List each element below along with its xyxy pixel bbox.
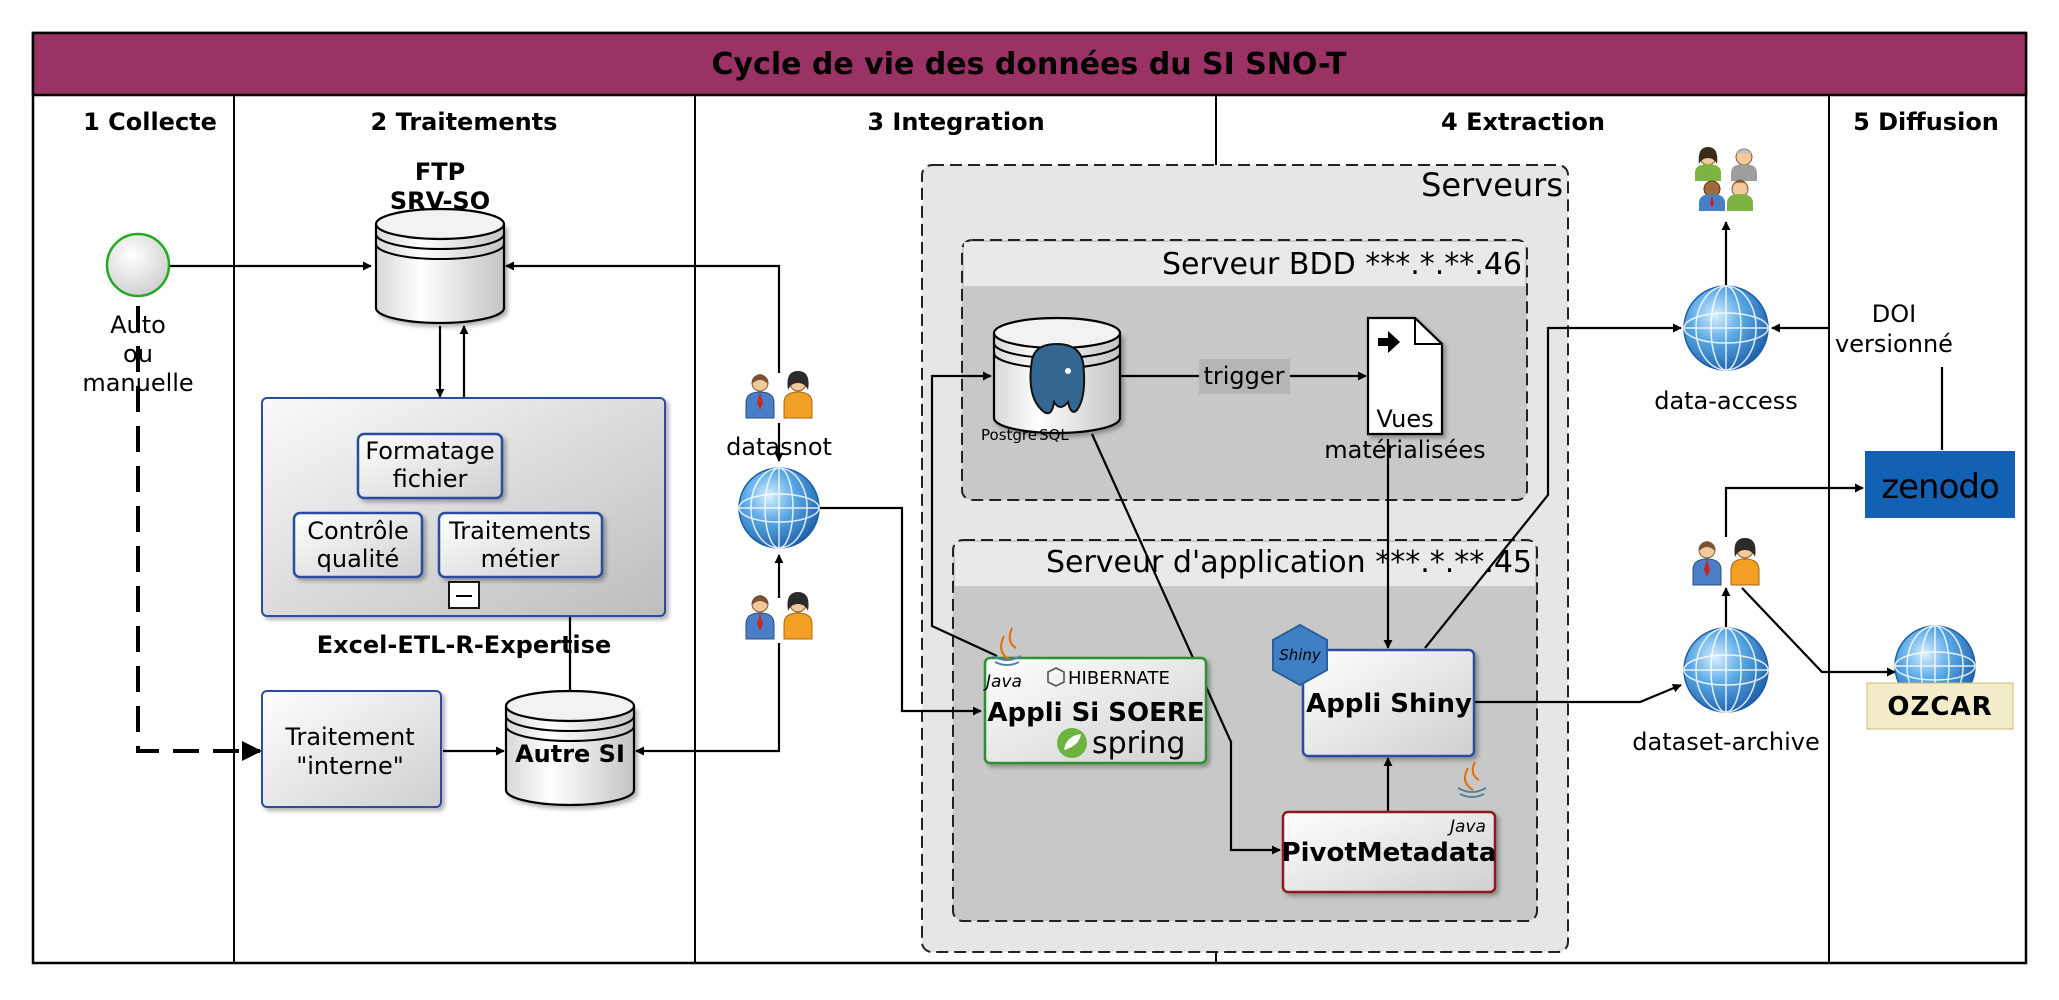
servers-label: Serveurs xyxy=(1421,166,1563,204)
phase-headers: 1 Collecte 2 Traitements 3 Integration 4… xyxy=(83,108,1999,136)
arrow-datasnot-soere xyxy=(820,506,982,716)
arrow-users-zenodo xyxy=(1724,483,1864,537)
source-label-3: manuelle xyxy=(82,369,193,397)
autre-si-label: Autre SI xyxy=(515,740,625,768)
postgres-logo-text-2: SQL xyxy=(1039,426,1069,444)
pivot-metadata-task: Java PivotMetadata xyxy=(1282,761,1497,894)
title-bar xyxy=(31,31,2028,97)
vues-label-2: matérialisées xyxy=(1324,436,1485,464)
users-icon xyxy=(745,371,813,419)
zenodo-text: zenodo xyxy=(1881,467,1999,507)
formatage-label-2: fichier xyxy=(393,465,468,493)
spring-leaf-icon xyxy=(1057,728,1087,758)
group-users-icon xyxy=(1695,147,1757,211)
globe-icon xyxy=(1683,627,1769,713)
users-icon xyxy=(745,592,813,640)
phase-diffusion: 5 Diffusion xyxy=(1853,108,1999,136)
trigger-text: trigger xyxy=(1203,362,1284,390)
ozcar-logo: OZCAR xyxy=(1866,625,2014,730)
autre-si-database: Autre SI xyxy=(504,689,636,807)
postgresql-elephant-icon xyxy=(1029,342,1086,415)
expertise-label: Excel-ETL-R-Expertise xyxy=(317,631,611,659)
doi-label-1: DOI xyxy=(1872,300,1916,328)
postgresql-database: Postgre SQL xyxy=(981,316,1122,444)
arrow-users-ftp xyxy=(505,261,781,373)
task-formatage: Formatage fichier xyxy=(356,432,504,500)
collapse-marker-icon xyxy=(448,581,480,609)
shiny-hex-icon xyxy=(1272,623,1328,687)
metier-label-1: Traitements xyxy=(448,517,591,545)
hibernate-logo-icon xyxy=(1047,667,1065,687)
postgres-logo-text-1: Postgre xyxy=(981,426,1037,444)
vues-label-1: Vues xyxy=(1376,405,1433,433)
source-label-2: ou xyxy=(123,340,153,368)
arrow-shiny-dataaccess xyxy=(1424,323,1682,649)
users-icon xyxy=(1692,538,1760,586)
arrow-soere-postgres xyxy=(930,371,998,657)
expertise-subprocess: Formatage fichier Contrôle qualité Trait… xyxy=(261,397,666,659)
java-logo-text: Java xyxy=(983,672,1022,692)
arrow-shiny-archive xyxy=(1474,683,1682,704)
server-bdd-label: Serveur BDD ***.*.**.46 xyxy=(1162,247,1522,282)
dataset-archive-label: dataset-archive xyxy=(1632,728,1820,756)
diagram-title: Cycle de vie des données du SI SNO-T xyxy=(711,47,1347,82)
formatage-label-1: Formatage xyxy=(365,437,494,465)
arrow-users-ozcar xyxy=(1741,587,1896,677)
materialized-views-document: Vues matérialisées xyxy=(1324,316,1486,464)
spring-logo-text: spring xyxy=(1092,726,1185,761)
java-icon xyxy=(1457,761,1487,798)
dashed-source-interne xyxy=(136,306,262,761)
phase-collecte: 1 Collecte xyxy=(83,108,217,136)
server-app-label: Serveur d'application ***.*.**.45 xyxy=(1046,545,1532,580)
appli-soere-label: Appli Si SOERE xyxy=(987,698,1204,728)
right-arrow-icon xyxy=(1378,331,1400,353)
zenodo-logo: zenodo xyxy=(1865,451,2015,518)
interne-label-1: Traitement xyxy=(284,723,414,751)
phase-extraction: 4 Extraction xyxy=(1441,108,1605,136)
metier-label-2: métier xyxy=(481,545,560,573)
arrow-postgres-pivot xyxy=(1090,433,1281,855)
shiny-logo-text: Shiny xyxy=(1279,646,1322,664)
data-access-label: data-access xyxy=(1654,387,1798,415)
task-interne: Traitement "interne" xyxy=(261,690,442,808)
appli-shiny-task: Shiny Appli Shiny xyxy=(1272,623,1476,758)
controle-label-2: qualité xyxy=(317,545,400,573)
phase-integration: 3 Integration xyxy=(867,108,1044,136)
source-event: Auto ou manuelle xyxy=(82,232,194,397)
globe-icon xyxy=(738,467,820,549)
phase-traitements: 2 Traitements xyxy=(371,108,558,136)
doi-label-2: versionné xyxy=(1835,330,1953,358)
appli-soere-task: Java HIBERNATE Appli Si SOERE spring xyxy=(983,627,1208,765)
interne-label-2: "interne" xyxy=(296,752,404,780)
datasnot-label: datasnot xyxy=(726,433,832,461)
source-label-1: Auto xyxy=(110,311,166,339)
controle-label-1: Contrôle xyxy=(307,517,409,545)
task-metier: Traitements métier xyxy=(437,511,604,579)
ftp-database: FTP SRV-SO xyxy=(374,158,506,325)
task-controle: Contrôle qualité xyxy=(292,511,424,579)
ftp-label-1: FTP xyxy=(415,158,465,186)
arrow-users-autresi xyxy=(635,643,781,756)
java-icon xyxy=(992,627,1022,666)
appli-shiny-label: Appli Shiny xyxy=(1306,689,1472,719)
pivot-label: PivotMetadata xyxy=(1282,838,1497,868)
ozcar-text: OZCAR xyxy=(1887,692,1992,722)
java-logo-text-2: Java xyxy=(1447,817,1486,837)
hibernate-logo-text: HIBERNATE xyxy=(1068,668,1170,689)
trigger-label: trigger xyxy=(1199,359,1290,394)
globe-icon xyxy=(1683,285,1769,371)
